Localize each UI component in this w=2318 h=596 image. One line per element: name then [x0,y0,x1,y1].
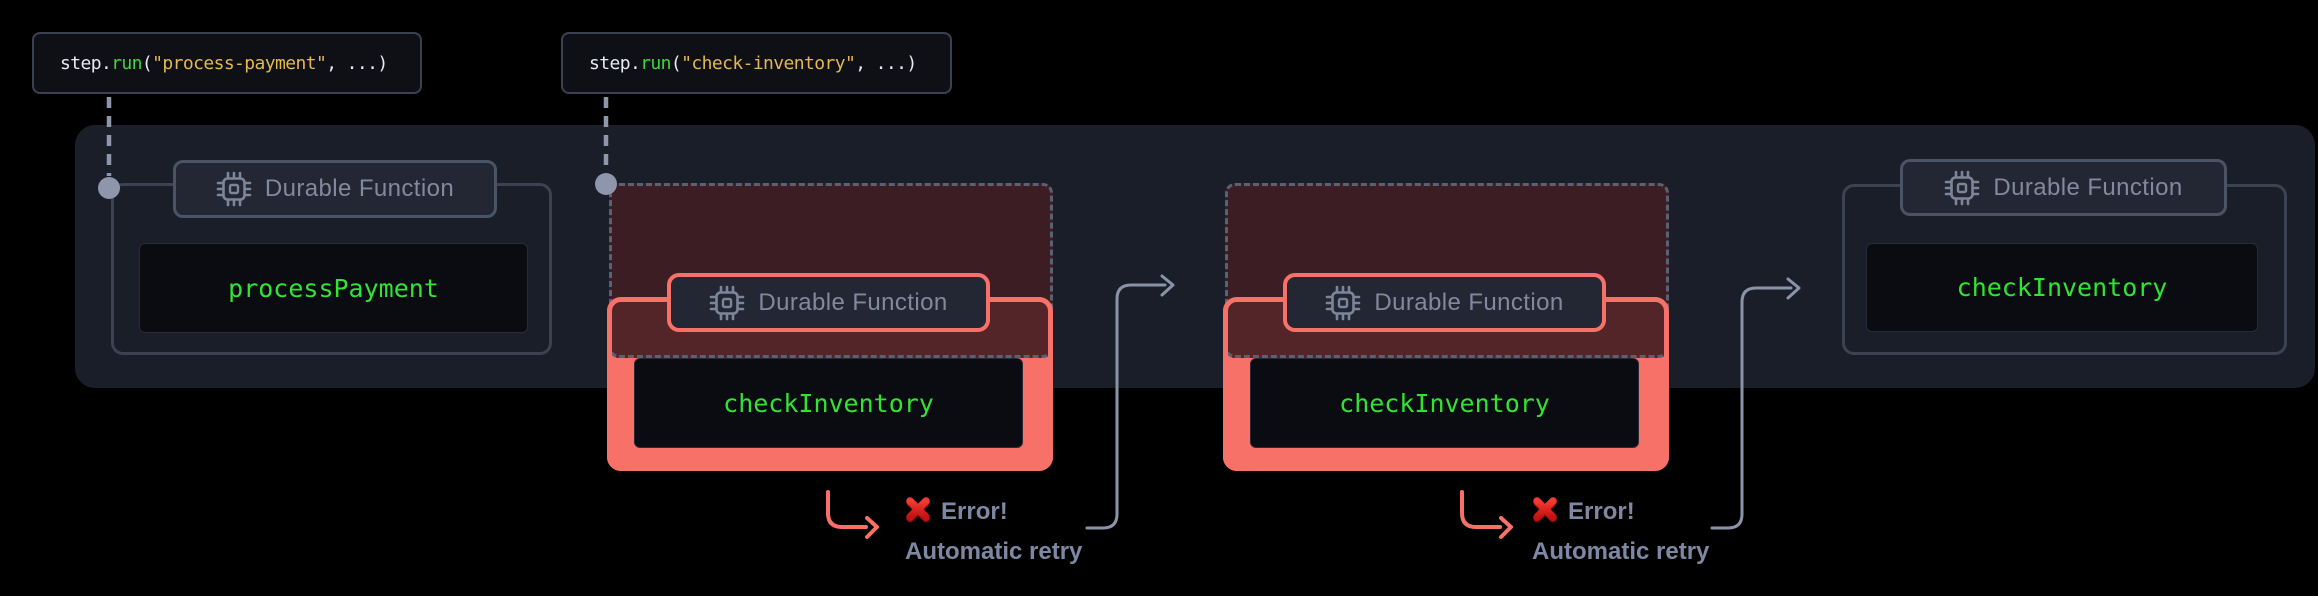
function-code-box: checkInventory [1250,358,1639,448]
durable-function-block-2-error: Durable Function checkInventory [607,183,1053,471]
code-string: "check-inventory" [681,52,856,74]
error-label: Error! [941,498,1008,525]
cpu-chip-icon [216,171,252,207]
code-snippet: step.run("check-inventory", ...) [589,53,917,74]
function-code-box: processPayment [139,243,528,333]
retry-label: Automatic retry [1532,538,1710,565]
cross-mark-icon [1530,494,1560,524]
function-code-box: checkInventory [634,358,1023,448]
durable-function-block-3-error: Durable Function checkInventory [1223,183,1669,471]
code-paren: , ...) [326,52,388,74]
retry-label: Automatic retry [905,538,1083,565]
badge-label: Durable Function [1374,288,1564,316]
function-name: checkInventory [1339,388,1550,418]
badge-label: Durable Function [264,175,455,202]
code-paren: ( [670,52,682,74]
code-object: step. [60,52,112,74]
error-label: Error! [1568,498,1635,525]
code-paren: , ...) [855,52,917,74]
function-name: processPayment [228,273,439,303]
cpu-chip-icon [1944,170,1980,206]
error-arrow [826,490,879,539]
code-object: step. [589,52,641,74]
cpu-chip-icon [1325,285,1361,321]
durable-function-block-1: Durable Function processPayment [111,160,552,355]
code-paren: ( [141,52,153,74]
function-name: checkInventory [723,388,934,418]
code-tooltip-process-payment: step.run("process-payment", ...) [32,32,422,94]
function-code-box: checkInventory [1866,243,2258,332]
function-name: checkInventory [1956,273,2168,302]
durable-function-badge: Durable Function [1900,159,2227,216]
code-snippet: step.run("process-payment", ...) [60,53,388,74]
code-function: run [640,52,671,74]
durable-function-badge: Durable Function [173,160,497,218]
code-tooltip-check-inventory: step.run("check-inventory", ...) [561,32,952,94]
badge-label: Durable Function [758,288,948,316]
durable-function-badge: Durable Function [667,273,990,332]
badge-label: Durable Function [1993,173,2183,201]
durable-function-badge: Durable Function [1283,273,1606,332]
code-string: "process-payment" [152,52,327,74]
durable-function-block-4: Durable Function checkInventory [1842,159,2287,355]
error-arrow [1460,490,1513,539]
code-function: run [111,52,142,74]
cpu-chip-icon [709,285,745,321]
cross-mark-icon [903,494,933,524]
